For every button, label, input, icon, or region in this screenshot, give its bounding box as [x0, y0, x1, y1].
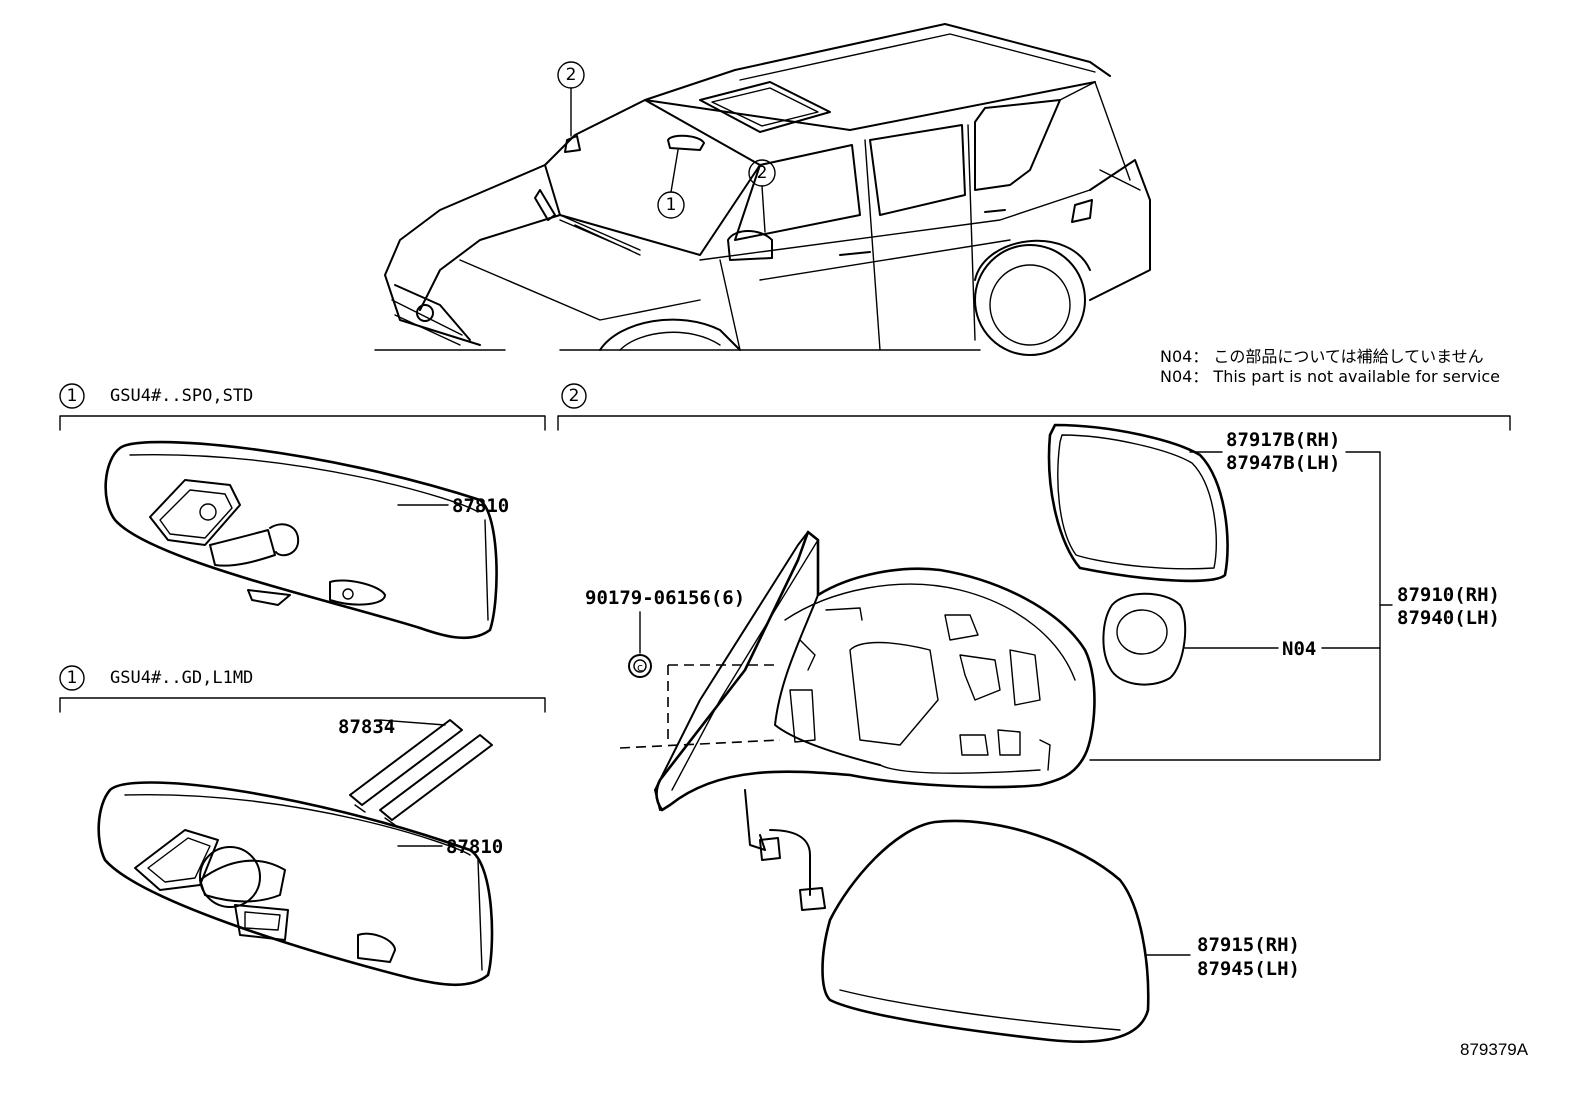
group-2-callout-circle: [561, 383, 587, 409]
mirror-glass: [1047, 423, 1229, 583]
part-label-87915-rh: 87915(RH): [1197, 934, 1300, 956]
group-inner-mirror-2: 1 GSU4#..GD,L1MD: [59, 665, 546, 987]
callout-num-2-side: 2: [757, 163, 768, 183]
part-label-87917b-rh: 87917B(RH): [1226, 429, 1340, 451]
vehicle-illustration: [374, 23, 1151, 356]
group-2-bracket: [557, 415, 1511, 431]
wire-cover-87834: [349, 719, 463, 806]
part-label-87940-lh: 87940(LH): [1397, 607, 1500, 629]
group-1-callout-circle: [59, 383, 85, 409]
part-label-87945-lh: 87945(LH): [1197, 958, 1300, 980]
part-label-87910-rh: 87910(RH): [1397, 584, 1500, 606]
group-inner-mirror-1: 1 GSU4#..SPO,STD: [59, 383, 546, 640]
group-1-callout-num: 1: [67, 386, 78, 406]
note-n04-japanese: N04： この部品については補給していません: [1160, 347, 1484, 366]
mirror-actuator-n04: [1102, 592, 1187, 686]
group-1b-callout-circle: [59, 665, 85, 691]
callout-num-1-vehicle: 1: [666, 195, 677, 215]
note-n04-english: N04： This part is not available for serv…: [1160, 367, 1500, 386]
group-1b-callout-num: 1: [67, 668, 78, 688]
group-1-variant-label: GSU4#..SPO,STD: [110, 386, 253, 406]
inner-mirror-87810-a: [104, 440, 498, 640]
inner-mirror-87810-b: [97, 781, 494, 987]
figure-id: 879379A: [1460, 1040, 1529, 1059]
group-1b-bracket: [59, 697, 546, 713]
part-label-87834: 87834: [338, 716, 395, 738]
part-label-n04: N04: [1282, 638, 1316, 660]
part-label-87810-a: 87810: [452, 495, 509, 517]
callout-num-2-top: 2: [566, 65, 577, 85]
screw-90179: [628, 654, 652, 678]
group-1b-variant-label: GSU4#..GD,L1MD: [110, 668, 253, 688]
part-label-90179-06156: 90179-06156(6): [585, 587, 745, 609]
group-1-bracket: [59, 415, 546, 431]
mirror-cover: [821, 819, 1150, 1043]
group-2-callout-num: 2: [569, 386, 580, 406]
vehicle-callouts: 2 1 2: [557, 61, 776, 233]
mirror-housing-assembly: [655, 530, 1096, 812]
screw-mark: c: [637, 661, 643, 674]
group-outer-mirror: 2 c: [557, 383, 1511, 1043]
part-label-87810-b: 87810: [446, 836, 503, 858]
part-label-87947b-lh: 87947B(LH): [1226, 452, 1340, 474]
